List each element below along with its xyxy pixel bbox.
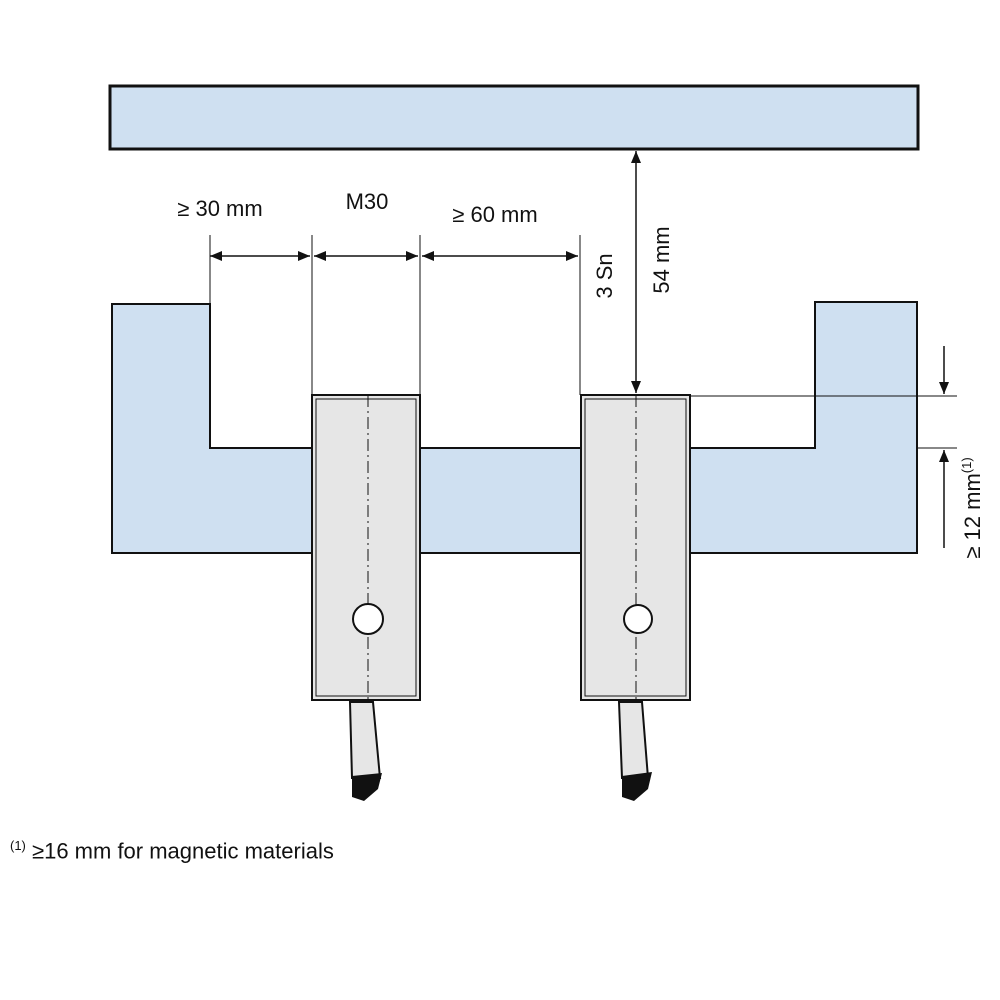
mounting-hole-icon xyxy=(623,604,653,634)
label-flush-depth: ≥ 12 mm(1) xyxy=(959,457,985,558)
sensor-right xyxy=(580,394,691,801)
label-sensor-spacing: ≥ 60 mm xyxy=(452,202,537,227)
target-plate xyxy=(108,84,920,151)
sensor-cable xyxy=(617,701,652,801)
footnote: (1) ≥16 mm for magnetic materials xyxy=(10,838,334,864)
footnote-text: ≥16 mm for magnetic materials xyxy=(32,838,334,864)
mounting-hole-icon xyxy=(352,603,384,635)
dimension-arrow-icon xyxy=(210,151,949,548)
label-flush-depth-text: ≥ 12 mm xyxy=(960,473,985,558)
label-thread-size: M30 xyxy=(346,189,389,214)
extension-lines xyxy=(209,235,957,449)
label-left-clearance: ≥ 30 mm xyxy=(177,196,262,221)
footnote-marker: (1) xyxy=(10,838,26,853)
sensor-left xyxy=(311,394,421,801)
label-target-distance: 54 mm xyxy=(649,226,674,293)
mounting-bracket xyxy=(111,301,918,554)
sensor-cable xyxy=(348,701,382,801)
label-flush-depth-ref: (1) xyxy=(959,457,974,473)
label-sensing-distance: 3 Sn xyxy=(592,253,617,298)
